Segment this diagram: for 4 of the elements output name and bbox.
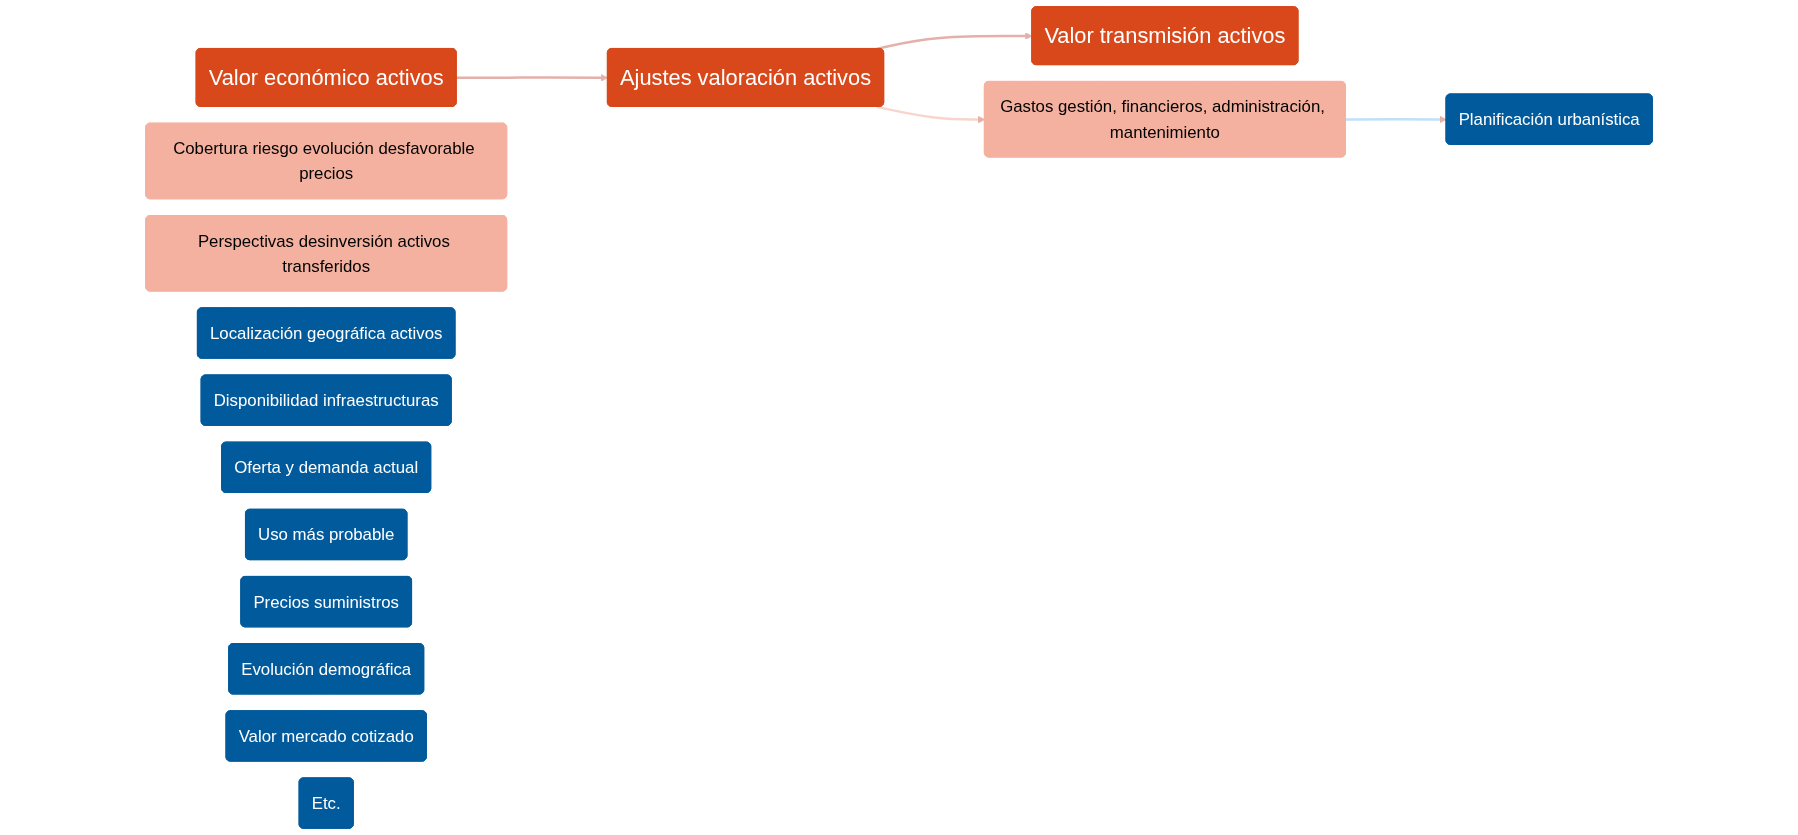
arrow bbox=[876, 32, 1033, 51]
arrow bbox=[876, 105, 986, 124]
arrow bbox=[1345, 115, 1447, 124]
arrow bbox=[456, 74, 609, 82]
